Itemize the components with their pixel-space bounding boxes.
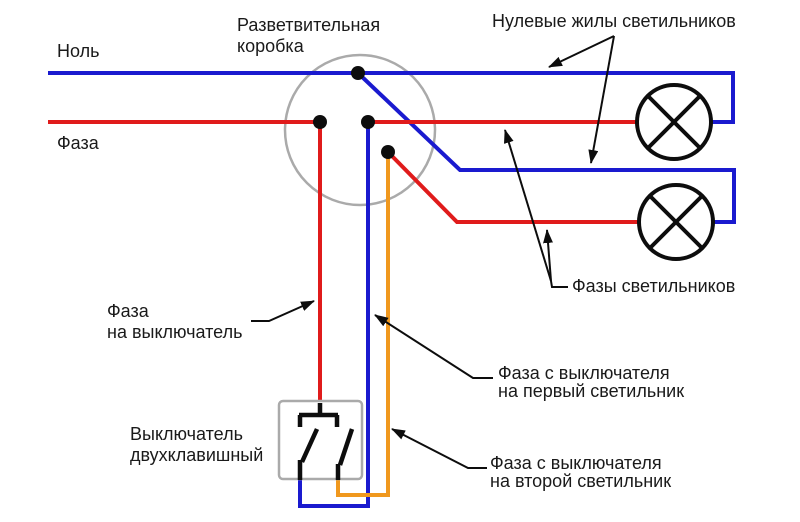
lamp-2-symbol — [637, 183, 715, 261]
switch-to-second-lamp-label: Фаза с выключателя — [490, 453, 662, 473]
leader-arrows — [251, 35, 615, 469]
labels: Ноль Фаза Разветвительная коробка Нулевы… — [57, 11, 736, 491]
junction-box-circle — [283, 53, 437, 207]
phase-to-lamp2-wire — [386, 150, 639, 224]
switch-to-first-lamp-label: Фаза с выключателя — [498, 363, 670, 383]
lamp-1-x-line — [646, 94, 702, 150]
arrow-neutral-lamp2 — [588, 35, 615, 164]
switch-to-second-lamp-label: на второй светильник — [490, 471, 671, 491]
phase-to-switch-label: на выключатель — [107, 322, 242, 342]
neutral-node — [351, 66, 365, 80]
bracket-lamp-phases — [550, 280, 568, 288]
neutral-supply-to-lamp1-wire — [48, 71, 735, 124]
lamp-2-x-line — [648, 194, 704, 250]
switch-to-first-lamp-label: на первый светильник — [498, 381, 684, 401]
lamp-1-symbol — [635, 83, 713, 161]
switch-blade-right — [335, 428, 355, 480]
neutral-label: Ноль — [57, 41, 100, 61]
switch-return-lamp1-wire — [298, 122, 370, 508]
junction-nodes — [313, 66, 395, 159]
arrow-phase-lamp1 — [504, 129, 552, 282]
junction-box-label: Разветвительная — [237, 15, 380, 35]
phase-to-switch-label: Фаза — [107, 301, 150, 321]
lamp-neutral-wires-label: Нулевые жилы светильников — [492, 11, 736, 31]
arrow-switch-to-lamp1 — [374, 314, 493, 379]
phase-label: Фаза — [57, 133, 100, 153]
switch-label: Выключатель — [130, 424, 243, 444]
lamp2-phase-node — [381, 145, 395, 159]
arrow-neutral-lamp1 — [548, 35, 615, 68]
phase-input-node — [313, 115, 327, 129]
junction-box-label: коробка — [237, 36, 305, 56]
neutral-branch-to-lamp2-wire — [356, 71, 736, 224]
lamp-phase-wires-label: Фазы светильников — [572, 276, 735, 296]
switch-symbol — [277, 399, 364, 481]
switch-label: двухклавишный — [130, 445, 263, 465]
arrow-switch-to-lamp2 — [391, 428, 487, 469]
switch-blade-left — [297, 428, 320, 480]
lamp1-phase-node — [361, 115, 375, 129]
arrow-phase-lamp2 — [543, 229, 554, 282]
switch-common-terminal — [297, 403, 340, 427]
arrow-phase-to-switch — [251, 300, 315, 322]
